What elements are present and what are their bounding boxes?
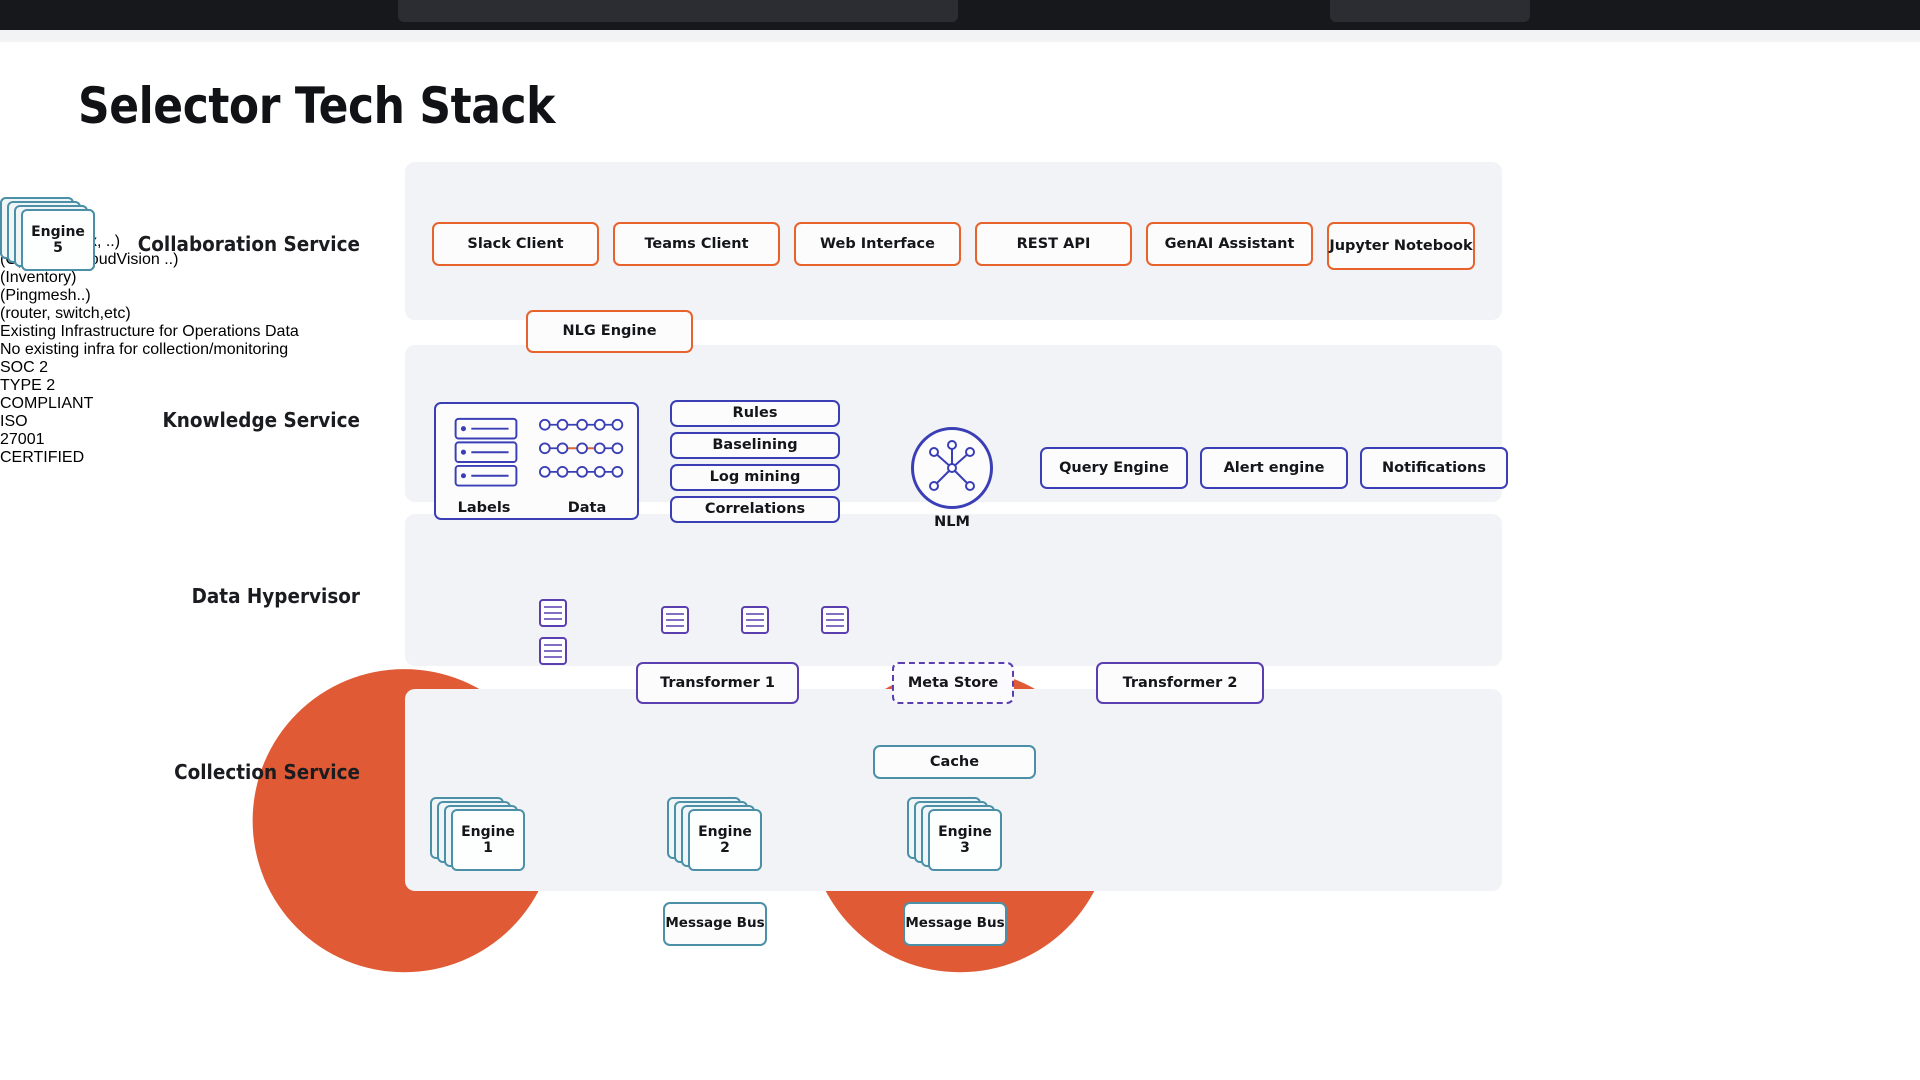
engine-front-face: Engine 2 [688,809,762,871]
node-engine-1[interactable]: Engine 1 [430,797,526,871]
browser-chrome-bar [0,0,1920,30]
node-engine-2[interactable]: Engine 2 [667,797,763,871]
label-data-caption: Data [567,500,607,516]
node-baselining[interactable]: Baselining [670,432,840,459]
node-genai-assistant[interactable]: GenAI Assistant [1146,222,1313,266]
engine-number: 1 [483,840,493,856]
node-nlg-engine[interactable]: NLG Engine [526,310,693,353]
node-message-bus-1[interactable]: Message Bus [663,902,767,946]
node-nlm-circle[interactable] [911,427,993,509]
band-data-hypervisor [405,514,1502,666]
source-label-3: (Inventory) [0,269,77,286]
nlm-graph-icon [929,440,975,491]
engine-front-face: Engine 1 [451,809,525,871]
badge-soc2-bottom-text: TYPE 2 [0,377,56,394]
node-rest-api[interactable]: REST API [975,222,1132,266]
engine-front-face: Engine 3 [928,809,1002,871]
label-labels-caption: Labels [457,500,511,516]
node-teams-client[interactable]: Teams Client [613,222,780,266]
slide-canvas: Selector Tech Stack Collaboration Servic… [0,42,1920,1080]
caption-no-existing-infra: No existing infra for collection/monitor… [0,341,289,358]
hypervisor-server-icons [539,599,849,665]
node-web-interface[interactable]: Web Interface [794,222,961,266]
browser-tab-secondary[interactable] [1330,0,1530,22]
badge-iso-banner: CERTIFIED [0,449,85,466]
node-labels-data-store[interactable] [434,402,639,520]
browser-tab-active[interactable] [398,0,958,22]
node-engine-5[interactable]: Engine 5 [0,197,96,271]
source-label-4: (Pingmesh..) [0,287,91,304]
node-message-bus-2[interactable]: Message Bus [903,902,1007,946]
node-log-mining[interactable]: Log mining [670,464,840,491]
row-label-knowledge-service: Knowledge Service [162,408,360,432]
badge-soc2-banner: COMPLIANT [0,395,94,412]
node-alert-engine[interactable]: Alert engine [1200,447,1348,489]
badge-soc2-top-text: SOC 2 [0,359,49,376]
engine-name: Engine [461,823,515,840]
engine-number: 5 [53,240,63,256]
node-query-engine[interactable]: Query Engine [1040,447,1188,489]
engine-name: Engine [31,223,85,240]
node-correlations[interactable]: Correlations [670,496,840,523]
labels-data-illustration [454,417,624,487]
node-meta-store[interactable]: Meta Store [892,662,1014,704]
row-label-collection-service: Collection Service [174,760,360,784]
badge-iso-bottom-text: 27001 [0,431,45,448]
node-jupyter-notebook[interactable]: Jupyter Notebook [1327,222,1475,270]
node-cache[interactable]: Cache [873,745,1036,779]
caption-existing-infrastructure: Existing Infrastructure for Operations D… [0,323,299,340]
badge-iso-top-text: ISO [0,413,28,430]
engine-name: Engine [938,823,992,840]
source-label-5: (router, switch,etc) [0,305,131,322]
node-slack-client[interactable]: Slack Client [432,222,599,266]
engine-number: 2 [720,840,730,856]
engine-name: Engine [698,823,752,840]
row-label-data-hypervisor: Data Hypervisor [191,584,360,608]
node-transformer-1[interactable]: Transformer 1 [636,662,799,704]
label-nlm: NLM [934,514,970,530]
node-rules[interactable]: Rules [670,400,840,427]
row-label-collaboration-service: Collaboration Service [137,232,360,256]
page-title: Selector Tech Stack [78,77,555,135]
browser-toolbar-strip [0,30,1920,42]
engine-front-face: Engine 5 [21,209,95,271]
node-notifications[interactable]: Notifications [1360,447,1508,489]
node-engine-3[interactable]: Engine 3 [907,797,1003,871]
node-transformer-2[interactable]: Transformer 2 [1096,662,1264,704]
engine-number: 3 [960,840,970,856]
